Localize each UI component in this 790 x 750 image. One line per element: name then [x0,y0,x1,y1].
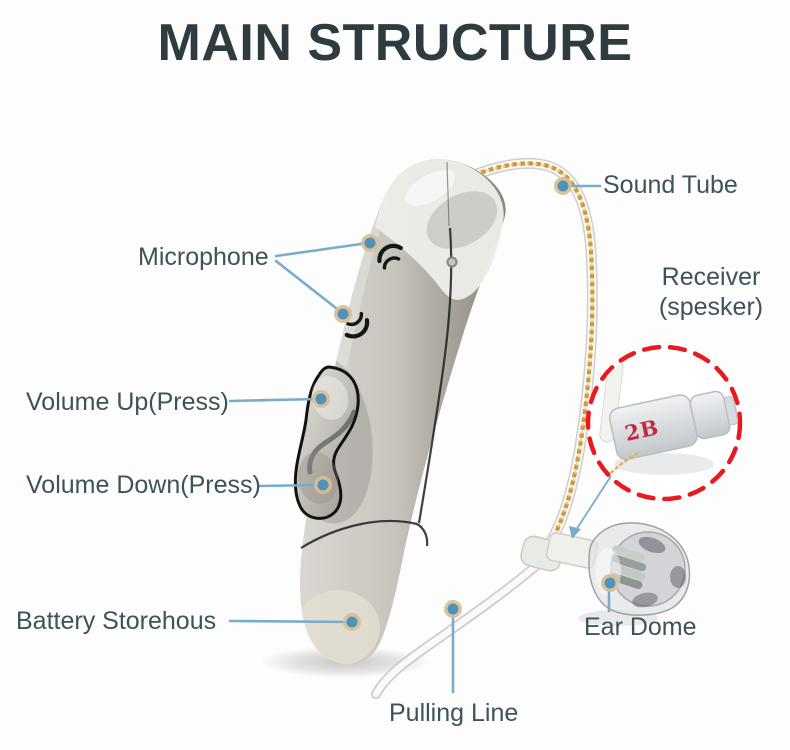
battery-door-seam [300,519,429,549]
leader-battery [228,619,351,624]
faceplate-seam [417,227,453,524]
label-ear-dome: Ear Dome [584,613,697,641]
leader-dot [312,390,330,408]
leader-volume-up [228,397,320,403]
frosted-cap [375,159,504,300]
leader-lines [228,177,619,694]
label-receiver-line1: Receiver [661,263,761,291]
microphone-port-icon [344,311,370,339]
label-battery-storehouse: Battery Storehous [16,607,217,635]
leader-dot [361,234,379,252]
screw-icon [446,256,458,268]
page-title: MAIN STRUCTURE [157,14,633,72]
leader-dot [601,574,619,592]
label-receiver: Receiver (spesker) [640,262,782,322]
label-volume-down: Volume Down(Press) [26,471,261,499]
label-receiver-line2: (spesker) [658,293,764,321]
leader-dot [334,305,352,323]
leader-dot [343,613,361,631]
leader-microphone-1 [274,241,370,258]
callout-arrow [575,475,612,531]
callout-arrow-head [569,526,581,539]
receiver-closeup: 2B [599,359,738,478]
device-body [293,159,506,665]
label-sound-tube: Sound Tube [603,171,738,199]
label-pulling-line: Pulling Line [389,699,519,727]
leader-dot [554,177,572,195]
label-volume-up: Volume Up(Press) [26,388,229,416]
microphone-port-icon [377,243,403,270]
leader-dot [314,476,332,494]
receiver-zoom-callout: 2B [569,344,743,539]
leader-microphone-2 [274,259,343,314]
ear-dome [588,522,691,616]
label-microphone: Microphone [138,243,269,271]
pulling-line-wire [371,555,548,699]
leader-dot [444,600,462,618]
leader-volume-down [257,483,322,488]
